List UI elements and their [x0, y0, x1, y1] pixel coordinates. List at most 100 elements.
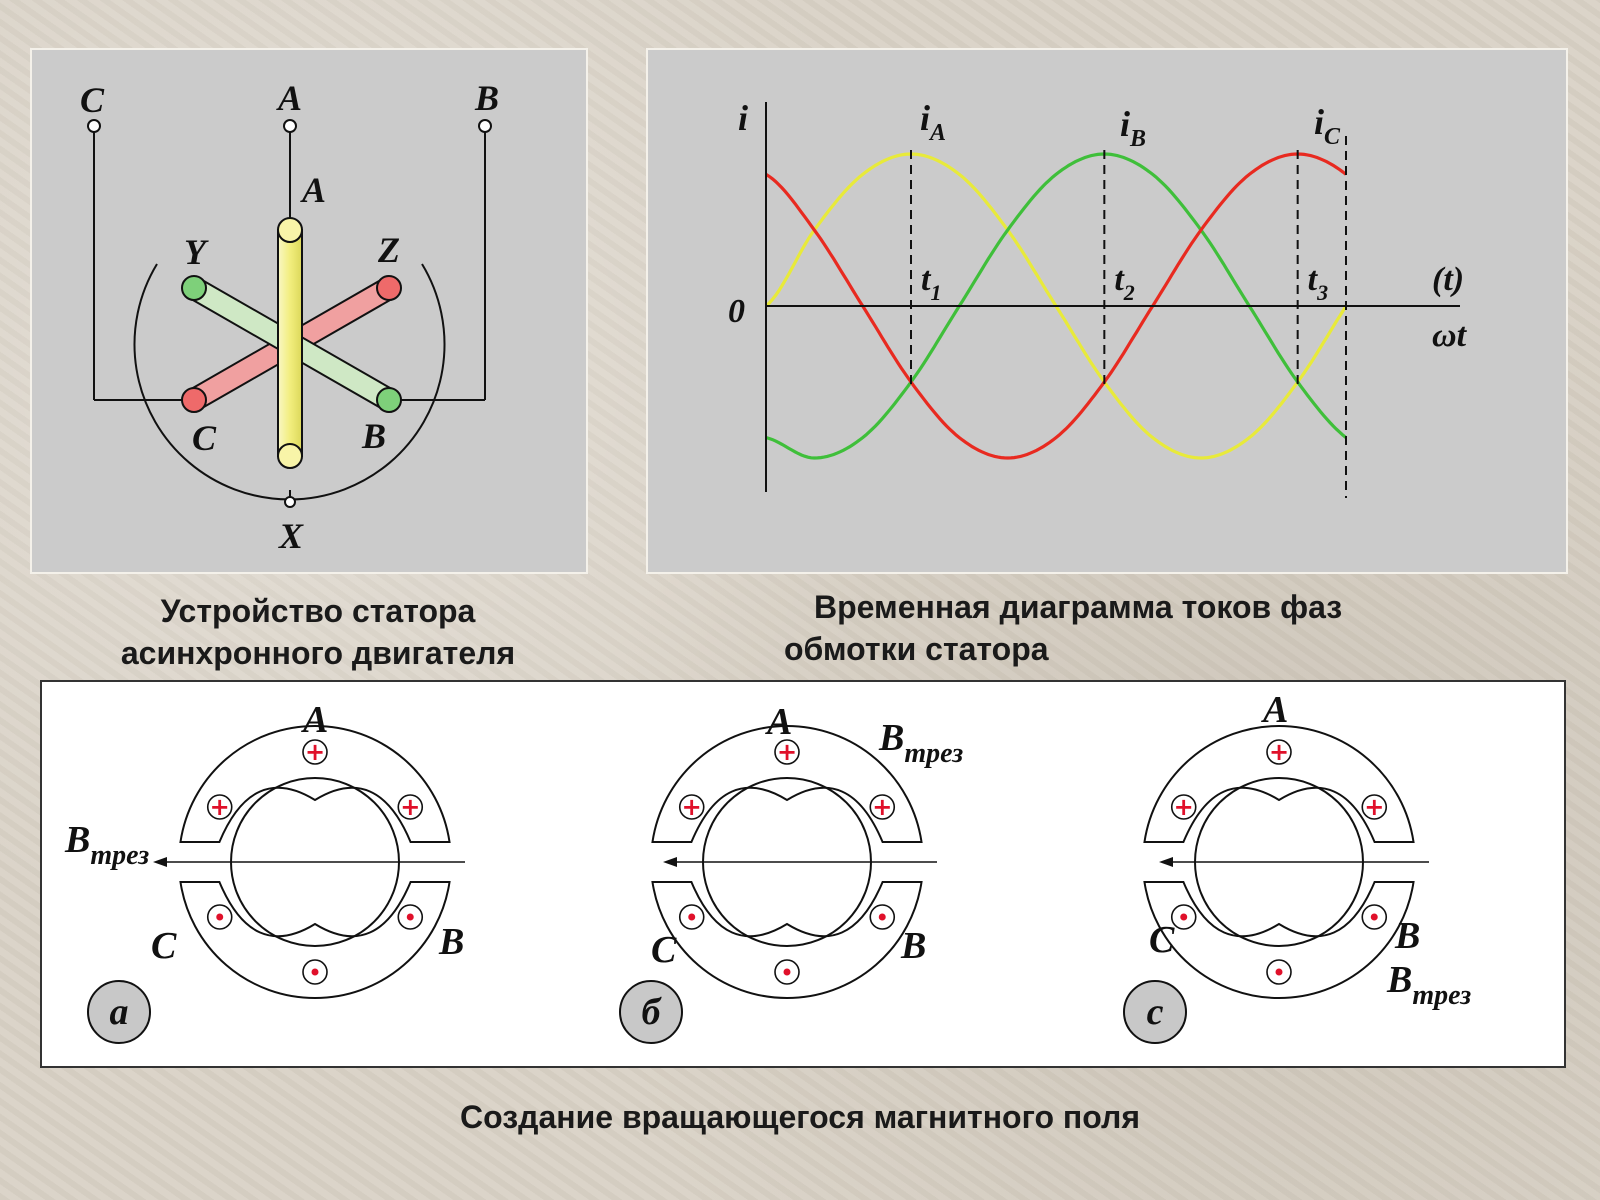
- diagram-badge-label: а: [110, 991, 129, 1033]
- chart-caption-line1: Временная диаграмма токов фаз: [814, 589, 1343, 625]
- stator-pole-upper: [1143, 725, 1415, 843]
- current-in-marker: [774, 739, 800, 765]
- resultant-field-label: Bтрез: [1386, 959, 1471, 1011]
- x-axis-label-t: (t): [1432, 261, 1464, 298]
- current-in-marker: [397, 794, 424, 820]
- current-in-marker: [1170, 794, 1197, 820]
- stator-diagram: C A B A Y Z C B X: [80, 78, 499, 556]
- current-in-marker: [206, 794, 233, 820]
- coil-label-y: Y: [184, 232, 209, 272]
- phase-label-c: C: [151, 925, 177, 967]
- field-vector-arrowhead: [153, 857, 167, 867]
- coil-end-y: [181, 275, 207, 301]
- current-dot: [216, 913, 224, 921]
- stator-caption-line2: асинхронного двигателя: [120, 635, 516, 671]
- resultant-field-label: Bтрез: [878, 717, 963, 769]
- stator-pole-upper: [651, 725, 923, 843]
- coil-label-a: A: [300, 170, 326, 210]
- terminal-b: [478, 119, 492, 133]
- origin-label: 0: [728, 293, 745, 330]
- plus-sign: +: [400, 793, 420, 821]
- current-dot: [1370, 913, 1378, 921]
- stator-pole-lower: [1143, 881, 1415, 999]
- stator-caption: Устройство статора асинхронного двигател…: [78, 590, 558, 674]
- field-vector-arrowhead: [1159, 857, 1173, 867]
- stator-diagram-panel: C A B A Y Z C B X: [32, 50, 586, 572]
- phase-current-chart-panel: t1 t2 t3 i 0 (t) ωt iA iB iC: [648, 50, 1566, 572]
- phase-label-a: A: [301, 699, 328, 741]
- current-in-marker: [869, 794, 896, 820]
- coil-label-c: C: [192, 418, 217, 458]
- coil-end-c: [181, 387, 207, 413]
- curve-label-iC: iC: [1314, 102, 1341, 150]
- curve-labels: iA iB iC: [920, 98, 1341, 152]
- phase-label-a: A: [1261, 689, 1288, 731]
- coil-end-x: [277, 443, 303, 469]
- coil-end-a: [277, 217, 303, 243]
- phase-label-c: C: [1149, 919, 1175, 961]
- curve-label-iB: iB: [1120, 104, 1146, 152]
- coil-phase-a: [277, 229, 303, 457]
- terminal-label-x: X: [278, 516, 304, 556]
- resultant-field-label: Bтрез: [64, 819, 149, 871]
- plus-sign: +: [777, 738, 797, 766]
- plus-sign: +: [1364, 793, 1384, 821]
- plus-sign: +: [682, 793, 702, 821]
- phase-label-b: B: [900, 925, 926, 967]
- diagram-badge: [87, 980, 151, 1044]
- terminal-a: [283, 119, 297, 133]
- coil-end-b: [376, 387, 402, 413]
- terminal-c: [87, 119, 101, 133]
- stator-pole-lower: [651, 881, 923, 999]
- terminal-label-c: C: [80, 80, 105, 120]
- current-in-marker: [302, 739, 328, 765]
- terminal-label-b: B: [474, 78, 499, 118]
- plus-sign: +: [1269, 738, 1289, 766]
- phase-label-c: C: [651, 929, 677, 971]
- current-dot: [783, 968, 791, 976]
- diagram-badge-label: с: [1147, 991, 1164, 1033]
- time-marker-label-3: t3: [1308, 261, 1328, 305]
- stator-pole-upper: [179, 725, 451, 843]
- current-dot: [311, 968, 319, 976]
- time-marker-label-2: t2: [1114, 261, 1134, 305]
- plus-sign: +: [210, 793, 230, 821]
- current-in-marker: [1361, 794, 1388, 820]
- stator-pole-lower: [179, 881, 451, 999]
- chart-caption: Временная диаграмма токов фаз обмотки ст…: [784, 586, 1404, 670]
- time-marker-label-1: t1: [921, 261, 941, 305]
- current-in-marker: [678, 794, 705, 820]
- x-axis-label-omega-t: ωt: [1432, 317, 1468, 354]
- field-caption: Создание вращающегося магнитного поля: [460, 1099, 1140, 1135]
- phase-label-a: A: [765, 701, 792, 743]
- phase-label-b: B: [438, 921, 464, 963]
- plus-sign: +: [1174, 793, 1194, 821]
- current-dot: [406, 913, 414, 921]
- plus-sign: +: [305, 738, 325, 766]
- stator-caption-line1: Устройство статора: [160, 593, 476, 629]
- terminal-wires: [93, 132, 486, 502]
- current-in-marker: [1266, 739, 1292, 765]
- diagram-badge-label: б: [642, 991, 663, 1033]
- diagram-badge: [1123, 980, 1187, 1044]
- phase-current-chart: t1 t2 t3 i 0 (t) ωt iA iB iC: [728, 98, 1468, 498]
- current-dot: [688, 913, 696, 921]
- current-dot: [1180, 913, 1188, 921]
- y-axis-label: i: [738, 98, 748, 138]
- coil-label-z: Z: [377, 230, 400, 270]
- terminal-x: [284, 496, 296, 508]
- coil-end-z: [376, 275, 402, 301]
- chart-caption-line2: обмотки статора: [784, 631, 1049, 667]
- coil-label-b: B: [361, 416, 386, 456]
- phase-label-b: B: [1394, 915, 1420, 957]
- terminal-label-a: A: [276, 78, 302, 118]
- field-vector-arrowhead: [663, 857, 677, 867]
- curve-label-iA: iA: [920, 98, 946, 146]
- diagram-badge: [619, 980, 683, 1044]
- marker-layer: t1 t2 t3: [910, 136, 1347, 498]
